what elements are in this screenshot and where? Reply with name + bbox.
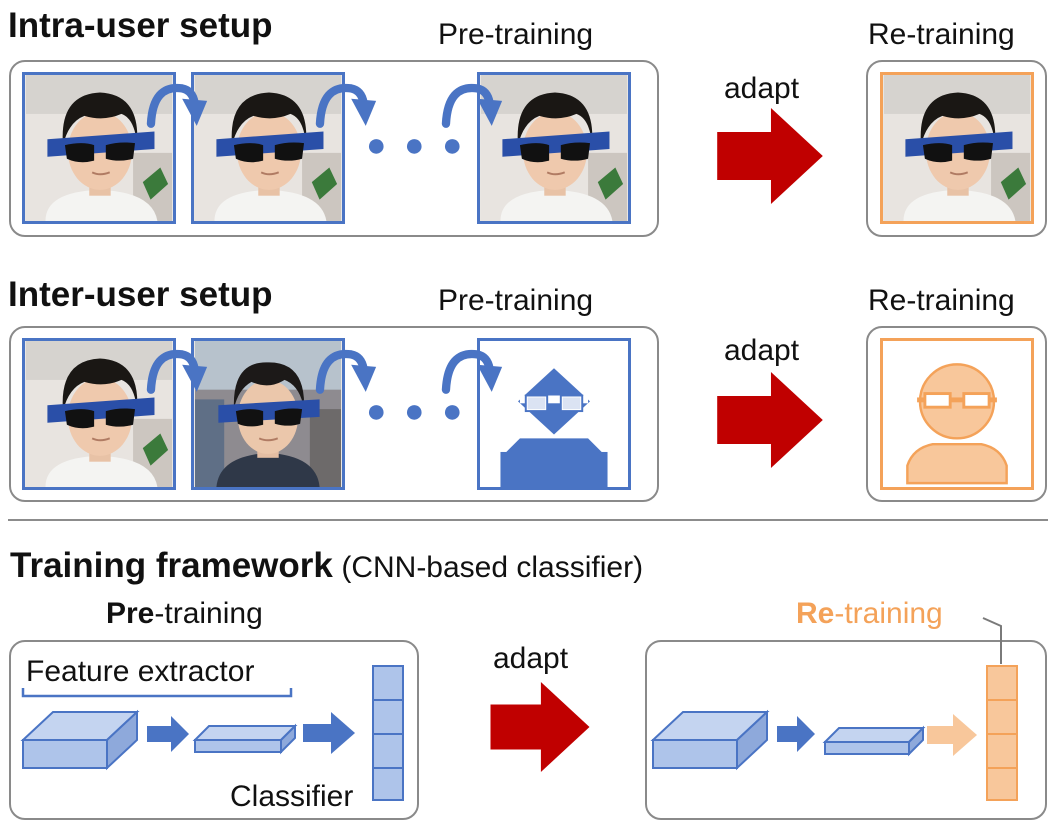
inter-target-user-icon — [880, 338, 1034, 490]
framework-re-bold: Re — [796, 597, 835, 630]
framework-adapt-arrow — [488, 682, 592, 772]
intra-retraining-label: Re-training — [868, 18, 1015, 51]
framework-pretraining-label: Pre-training — [106, 597, 263, 631]
intra-adapt-arrow — [716, 108, 824, 204]
inter-photo-2 — [191, 338, 345, 490]
intra-curve-arrow-2 — [314, 78, 380, 130]
framework-adapt-label: adapt — [493, 642, 569, 675]
framework-subtitle: (CNN-based classifier) — [341, 551, 644, 584]
framework-heading: Training framework (CNN-based classifier… — [10, 546, 643, 586]
classifier-label: Classifier — [230, 780, 354, 813]
intra-ellipsis: ● ● ● — [366, 126, 467, 164]
inter-title: Inter-user setup — [8, 275, 273, 314]
retraining-network-diagram — [650, 617, 1018, 801]
section-divider — [8, 519, 1048, 521]
intra-pretraining-label: Pre-training — [438, 18, 594, 51]
inter-ellipsis: ● ● ● — [366, 392, 467, 430]
inter-adapt-label: adapt — [724, 334, 800, 367]
framework-pre-bold: Pre — [106, 597, 155, 630]
inter-pretraining-label: Pre-training — [438, 284, 594, 317]
inter-curve-arrow-2 — [314, 344, 380, 396]
inter-curve-arrow-3 — [440, 344, 506, 396]
inter-curve-arrow-1 — [145, 344, 211, 396]
intra-adapt-label: adapt — [724, 72, 800, 105]
intra-curve-arrow-1 — [145, 78, 211, 130]
framework-title: Training framework — [10, 546, 333, 585]
inter-retraining-label: Re-training — [868, 284, 1015, 317]
intra-photo-1 — [22, 72, 176, 224]
intra-title: Intra-user setup — [8, 6, 273, 45]
intra-photo-2 — [191, 72, 345, 224]
framework-re-rest: -training — [834, 597, 943, 630]
inter-adapt-arrow — [716, 372, 824, 468]
framework-pre-rest: -training — [154, 597, 263, 630]
intra-curve-arrow-3 — [440, 78, 506, 130]
inter-photo-1 — [22, 338, 176, 490]
inter-generic-user-icon — [477, 338, 631, 490]
feature-extractor-label: Feature extractor — [26, 655, 255, 688]
intra-photo-3 — [477, 72, 631, 224]
pretraining-network-diagram — [20, 665, 404, 801]
framework-retraining-label: Re-training — [796, 597, 943, 631]
intra-retraining-photo — [880, 72, 1034, 224]
